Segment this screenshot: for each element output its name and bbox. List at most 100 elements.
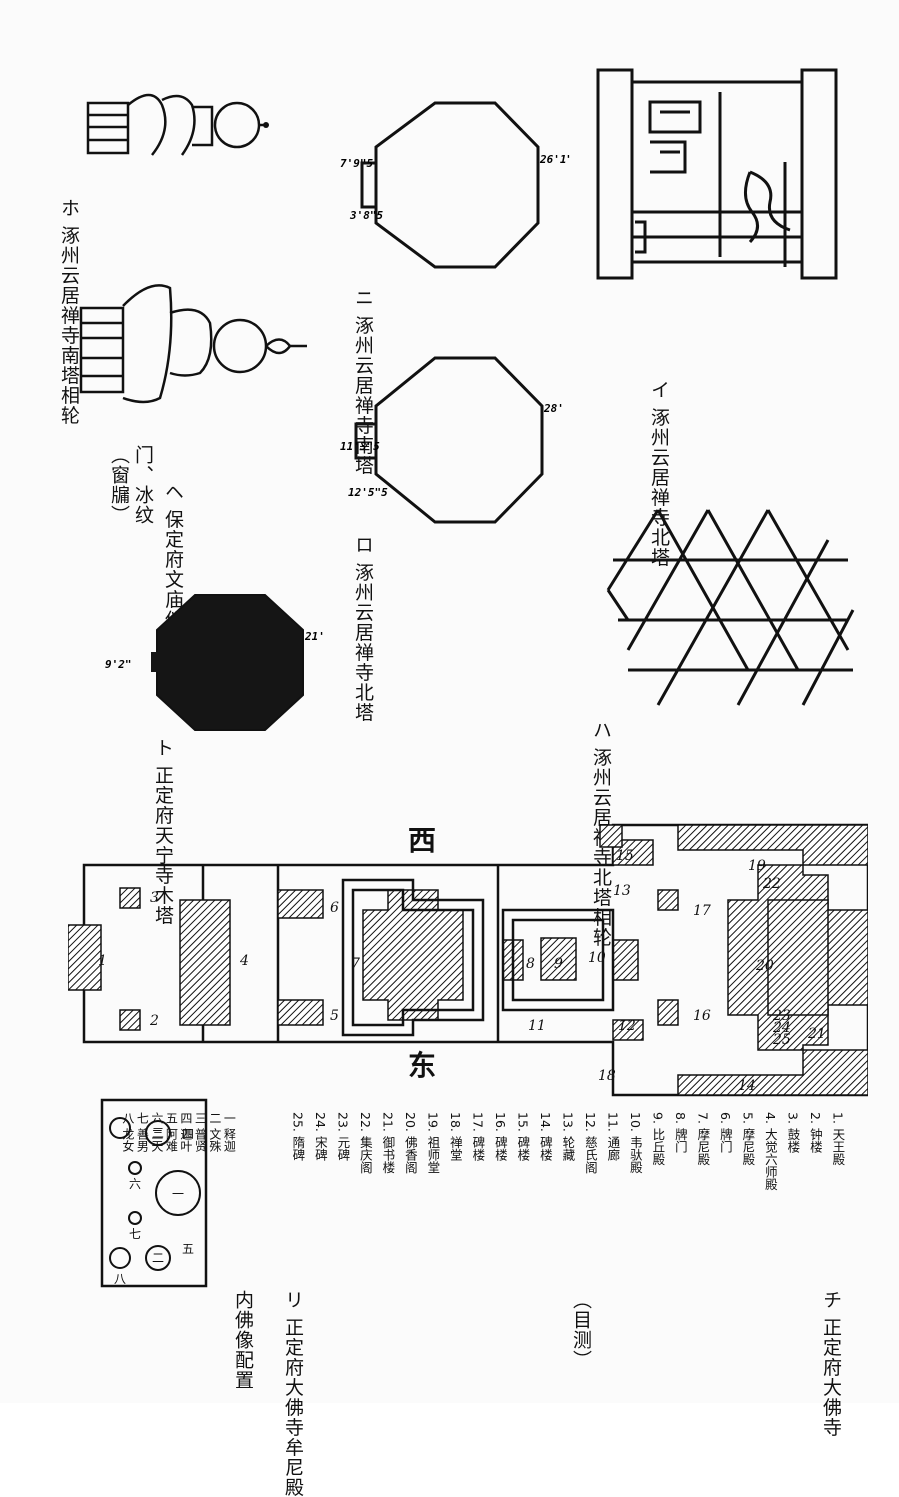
plan-num-7: 7 [351,956,360,972]
ni-side-measure: 26'1" [539,153,570,166]
legend-plan-item: 8. 牌门 [672,1112,688,1153]
plan-num-17: 17 [693,903,711,919]
ro-side-measure: 28' [543,402,564,415]
plan-num-25: 25 [772,1032,791,1048]
plan-num-24: 24 [772,1020,791,1036]
legend-plan-item: 25. 隋碑 [290,1112,306,1161]
legend-plan-item: 3. 鼓楼 [785,1112,801,1153]
figure-i-drawing [596,68,838,280]
legend-plan-item: 15. 碑楼 [515,1112,531,1161]
legend-plan-item: 18. 禅堂 [447,1112,463,1161]
legend-buddha-item: 八 龙女 [120,1112,135,1152]
plan-num-2: 2 [149,1013,159,1029]
figure-to-plan: 21' 9'2" [105,590,335,735]
legend-plan-item: 9. 比丘殿 [650,1112,666,1166]
legend-plan-item: 23. 元碑 [335,1112,351,1161]
label-he-sub2: （窗牖） [107,445,130,525]
figure-ni-plan: 26'1" 7'9"5 3'8"5 [340,95,570,285]
legend-buddha-item: 三 普贤 [193,1112,208,1152]
plan-num-4: 4 [239,953,249,969]
legend-plan-item: 1. 天王殿 [830,1112,846,1166]
plan-num-21: 21 [807,1026,826,1042]
legend-buddha-item: 六 二天 [149,1112,164,1152]
plan-num-19: 19 [748,858,766,874]
plan-num-9: 9 [554,956,563,972]
legend-buddha-item: 五 阿难 [164,1112,179,1152]
plan-num-23: 23 [772,1008,791,1024]
legend-plan-item: 12. 慈氏阁 [582,1112,598,1174]
buddha-2: 二 [152,1251,164,1265]
figure-ri-arrangement: 一 二 三 四 五 六 七 八 [100,1098,210,1290]
legend-buddha-item: 七 善男 [135,1112,150,1152]
legend-buddha-item: 二 文殊 [207,1112,222,1152]
plan-num-10: 10 [588,950,606,966]
plan-west: 西 [408,824,436,857]
plan-num-5: 5 [330,1008,339,1024]
plan-num-22: 22 [762,876,781,892]
label-he-main: ヘ 保定府文庙仪 [161,482,184,630]
plan-num-1: 1 [98,953,107,969]
legend-plan-item: 21. 御书楼 [380,1112,396,1174]
figure-chi-drawing: 1 2 3 4 5 6 7 8 9 10 11 12 13 14 15 16 1… [68,823,868,1097]
plan-east: 东 [408,1049,436,1082]
plan-num-11: 11 [528,1018,546,1034]
label-ro: ロ 涿州云居禅寺北塔 [351,535,374,723]
figure-i-elevation [590,62,840,282]
label-ri-main: リ 正定府大佛寺牟尼殿 [281,1290,304,1497]
figure-ho-drawing [86,93,269,156]
legend-plan-item: 6. 牌门 [717,1112,733,1153]
figure-to-drawing: 21' 9'2" [105,594,325,731]
plan-num-18: 18 [598,1068,616,1084]
legend-plan-item: 7. 摩尼殿 [695,1112,711,1166]
ro-left-bottom-measure: 12'5"5 [348,486,388,499]
buddha-5: 五 [182,1242,194,1256]
label-he-sub1: 门、冰纹 [131,445,154,525]
legend-plan-item: 10. 韦驮殿 [627,1112,643,1174]
plan-num-20: 20 [755,958,774,974]
plan-num-3: 3 [150,890,159,906]
plan-num-14: 14 [738,1078,756,1094]
legend-plan-item: 4. 大觉六师殿 [762,1112,778,1191]
legend-plan-item: 14. 碑楼 [537,1112,553,1161]
buddha-8: 八 [114,1272,126,1286]
plan-num-16: 16 [693,1008,711,1024]
plan-num-12: 12 [618,1018,636,1034]
figure-ho-finial [82,85,272,175]
buddha-4: 四 [182,1127,194,1141]
figure-ni-drawing: 26'1" 7'9"5 3'8"5 [340,101,570,269]
label-chi-sub: （目测） [569,1290,592,1370]
figure-ha-drawing [606,509,855,706]
to-side-measure: 21' [304,630,325,643]
plan-num-6: 6 [330,900,339,916]
figure-ha-lattice [598,500,858,715]
buddha-1: 一 [172,1187,184,1201]
legend-plan-item: 13. 轮藏 [560,1112,576,1161]
legend-plan-item: 22. 集庆阁 [357,1112,373,1174]
ni-left-bottom-measure: 3'8"5 [349,209,383,222]
legend-buddha-item: 四 迦叶 [178,1112,193,1152]
diagram-page: イ 涿州云居禅寺北塔 ハ 涿州云居禅寺北塔相轮 26'1" 7'9"5 3'8"… [57,62,868,1497]
figure-he-drawing [79,284,307,404]
legend-plan-item: 5. 摩尼殿 [740,1112,756,1166]
legend-plan-item: 16. 碑楼 [492,1112,508,1161]
legend-plan-item: 20. 佛香阁 [402,1112,418,1174]
legend-plan-item: 24. 宋碑 [312,1112,328,1161]
buddha-3: 三 [152,1126,164,1140]
legend-buddha-item: 一 释迦 [222,1112,237,1152]
legend-plan-item: 2. 钟楼 [807,1112,823,1153]
plan-num-15: 15 [616,848,634,864]
label-ho: ホ 涿州云居禅寺南塔相轮 [57,198,80,426]
figure-ro-drawing: 28' 11'3"5 12'5"5 [340,356,564,524]
figure-he-finial [75,278,310,413]
to-left-measure: 9'2" [105,658,132,671]
buddha-7: 七 [129,1227,141,1241]
plan-num-8: 8 [526,956,535,972]
legend-plan-item: 19. 祖师堂 [425,1112,441,1174]
label-chi-main: チ 正定府大佛寺 [819,1290,842,1438]
plan-num-13: 13 [613,883,631,899]
ni-left-top-measure: 7'9"5 [340,157,373,170]
legend-plan-item: 11. 通廊 [605,1112,621,1161]
legend-plan-item: 17. 碑楼 [470,1112,486,1161]
buddha-6: 六 [129,1177,141,1191]
label-to: ト 正定府天宁寺木塔 [151,738,174,926]
